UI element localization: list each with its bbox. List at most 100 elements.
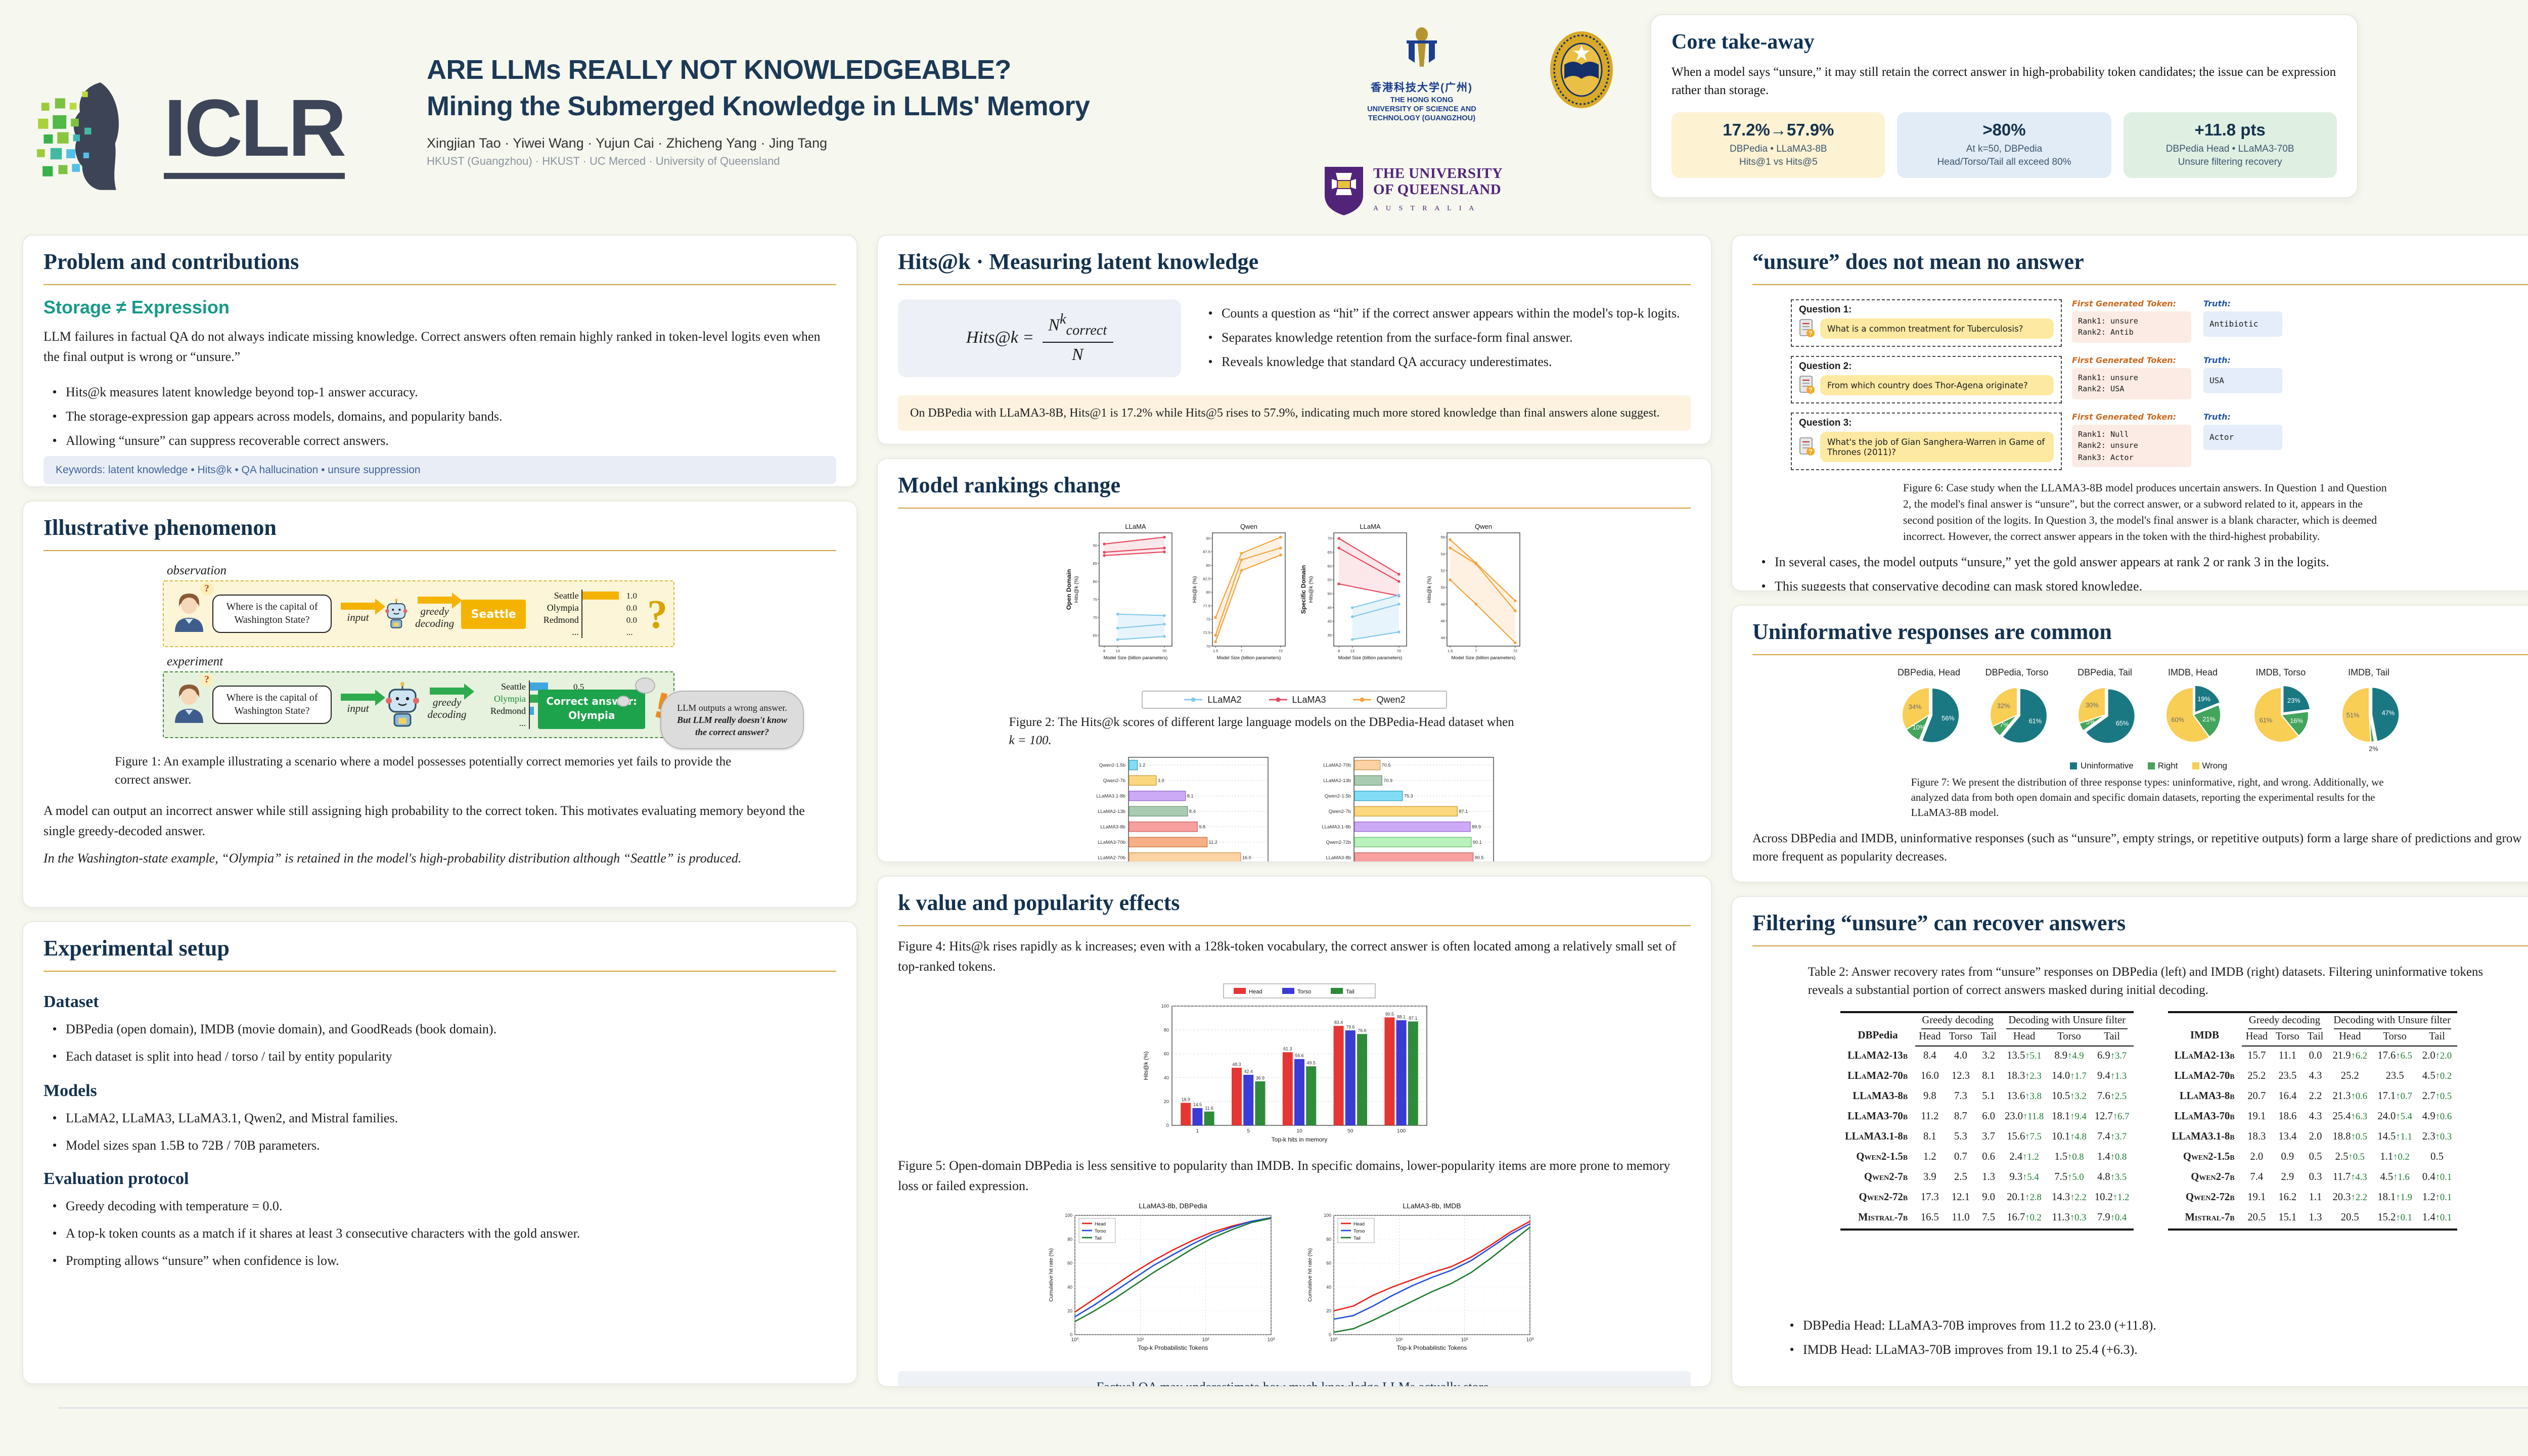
setup-subhead: Evaluation protocol [43,1169,189,1189]
bullet-item: •A top-k token counts as a match if it s… [52,1225,580,1241]
svg-text:2%: 2% [2368,745,2378,751]
svg-text:61.3: 61.3 [1283,1046,1292,1052]
svg-text:60: 60 [1164,1052,1169,1057]
column-1: Problem and contributions Storage ≠ Expr… [22,235,857,1387]
svg-text:100: 100 [1324,1213,1331,1218]
stat-value: +11.8 pts [2194,121,2266,140]
bullet-item: •Reveals knowledge that standard QA accu… [1208,353,1552,369]
robot-icon [385,599,408,628]
svg-text:Model Size (billion parameters: Model Size (billion parameters) [1217,655,1281,660]
svg-text:70: 70 [1162,649,1166,653]
uninformative-paragraph: Across DBPedia and IMDB, uninformative r… [1752,831,2522,864]
svg-text:16%: 16% [2289,717,2303,724]
svg-text:70: 70 [1397,649,1401,653]
uc-merced-seal [1549,30,1614,114]
takeaway-text: When a model says “unsure,” it may still… [1672,65,2336,98]
svg-text:10: 10 [1296,1128,1302,1134]
card-uninformative-title: Uninformative responses are common [1752,619,2112,644]
svg-text:20: 20 [1067,1308,1072,1313]
thought-bubble: LLM outputs a wrong answer.But LLM reall… [617,677,804,750]
svg-text:Tail: Tail [1353,1236,1361,1241]
svg-text:7%: 7% [1999,721,2009,729]
card-setup: Experimental setup Dataset•DBPedia (open… [22,921,857,1384]
observation-label: observation [167,563,227,577]
card-uninformative: Uninformative responses are common DBPed… [1731,605,2528,883]
figure-1-caption: Figure 1: An example illustrating a scen… [115,754,732,787]
svg-text:Model Size (billion parameters: Model Size (billion parameters) [1104,655,1168,660]
bullet-item: •This suggests that conservative decodin… [1761,578,2143,592]
svg-text:LLaMA2-13b: LLaMA2-13b [1323,778,1351,784]
svg-text:8.1: 8.1 [1187,794,1194,799]
figure-1: observation ? Where is the capital of W [163,561,804,750]
unsure-bullets: •In several cases, the model outputs “un… [1752,548,2528,592]
bullet-item: •DBPedia Head: LLaMA3-70B improves from … [1789,1317,2156,1333]
svg-text:Model Size (billion parameters: Model Size (billion parameters) [1452,655,1516,660]
svg-text:10³: 10³ [1268,1337,1275,1343]
iclr-logo-icon [36,81,119,190]
svg-text:45: 45 [1328,605,1332,610]
svg-text:87.1: 87.1 [1459,809,1468,814]
svg-text:23%: 23% [2287,697,2300,704]
svg-text:70: 70 [1206,644,1210,649]
iclr-logo: ICLR [22,14,427,228]
svg-text:83.4: 83.4 [1334,1020,1343,1025]
card-setup-title: Experimental setup [43,935,230,961]
svg-text:9.8: 9.8 [1199,825,1205,830]
card-problem: Problem and contributions Storage ≠ Expr… [22,235,857,487]
pie-legend-item: Uninformative [2070,760,2134,770]
svg-text:70.5: 70.5 [1382,763,1391,768]
takeaway-title: Core take-away [1672,29,1815,54]
svg-text:19%: 19% [2197,695,2210,703]
figure-4-text: Figure 4: Hits@k rises rapidly as k incr… [898,938,1677,973]
svg-text:Specific Domain: Specific Domain [1300,565,1307,614]
svg-text:7: 7 [1475,649,1477,653]
person-icon: ? [172,673,213,727]
question-doc-icon: ? [1799,437,1815,456]
svg-text:8: 8 [1338,649,1340,653]
svg-text:36.9: 36.9 [1256,1075,1265,1080]
svg-text:35: 35 [1328,633,1332,638]
svg-text:30%: 30% [2085,701,2098,709]
keywords-bar: Keywords: latent knowledge • Hits@k • QA… [43,456,836,484]
bullet-item: •Separates knowledge retention from the … [1208,329,1573,345]
svg-text:1.5: 1.5 [1213,649,1218,653]
svg-text:65%: 65% [2115,719,2129,727]
figure-2-caption: Figure 2: The Hits@k scores of different… [1009,715,1514,748]
title-block: ARE LLMs REALLY NOT KNOWLEDGEABLE?Mining… [427,14,1317,228]
svg-text:60%: 60% [2171,716,2184,723]
svg-text:10¹: 10¹ [1395,1337,1403,1343]
svg-text:Qwen: Qwen [1240,523,1257,530]
footer-divider [58,1407,2528,1408]
svg-text:Cumulative hit rate (%): Cumulative hit rate (%) [1307,1248,1313,1302]
card-rankings-title: Model rankings change [898,472,1121,497]
svg-text:Torso: Torso [1353,1228,1365,1234]
svg-text:Model Size (billion parameters: Model Size (billion parameters) [1338,655,1403,660]
svg-text:48: 48 [1441,602,1445,607]
svg-text:1.2: 1.2 [1139,763,1146,768]
bullet-item: •Prompting allows “unsure” when confiden… [52,1253,339,1268]
input-label: input [347,612,369,624]
svg-text:10²: 10² [1461,1337,1468,1343]
svg-text:7: 7 [1240,649,1242,653]
question-bubble: Where is the capital of Washington State… [212,595,332,633]
experiment-label: experiment [167,654,223,668]
pie-legend-item: Wrong [2192,760,2227,770]
question-row: Question 1:?What is a common treatment f… [1791,299,2528,347]
hitsk-bullets: •Counts a question as “hit” if the corre… [1199,299,1691,377]
svg-text:?: ? [1809,448,1813,456]
